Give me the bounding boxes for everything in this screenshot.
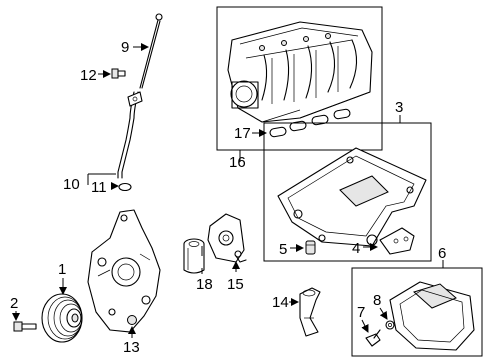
lower-pan-box <box>351 267 483 357</box>
front-cover-drawing <box>87 209 161 333</box>
callout-8: 8 <box>373 292 381 309</box>
oil-pan-lower-drawing <box>389 281 475 351</box>
washer-drawing <box>385 320 395 330</box>
callout-10: 10 <box>63 176 80 193</box>
callout-11: 11 <box>91 179 107 196</box>
callout-3: 3 <box>395 99 403 116</box>
intake-gaskets-drawing <box>269 108 351 138</box>
bracket-drawing <box>379 227 415 255</box>
oil-filter-drawing <box>183 238 205 274</box>
dipstick-tube-drawing <box>117 91 143 179</box>
filter-adapter-drawing <box>207 213 247 263</box>
drain-plug-drawing <box>365 329 381 347</box>
pulley-bolt-drawing <box>13 321 37 332</box>
callout-18: 18 <box>196 276 213 293</box>
callout-4: 4 <box>352 240 360 257</box>
plug-drawing <box>305 240 316 255</box>
callout-15: 15 <box>227 276 244 293</box>
intake-manifold-drawing <box>227 21 373 123</box>
pulley-drawing <box>41 293 83 343</box>
oil-pan-upper-drawing <box>277 147 427 247</box>
o-ring-drawing <box>118 182 132 192</box>
cover-bolt-drawing <box>127 315 137 325</box>
callout-12: 12 <box>80 67 97 84</box>
callout-1: 1 <box>58 261 66 278</box>
callout-16: 16 <box>229 154 246 171</box>
fitting-drawing <box>299 287 321 337</box>
callout-17: 17 <box>234 125 251 142</box>
callout-7: 7 <box>357 304 365 321</box>
callout-9: 9 <box>121 39 129 56</box>
dipstick-drawing <box>139 13 163 89</box>
callout-6: 6 <box>438 245 446 262</box>
intake-manifold-box <box>216 6 383 151</box>
callout-5: 5 <box>279 241 287 258</box>
bolt-12-drawing <box>111 68 126 79</box>
callout-13: 13 <box>123 339 140 356</box>
oil-pan-box <box>263 122 432 262</box>
callout-14: 14 <box>272 294 289 311</box>
callout-2: 2 <box>10 295 18 312</box>
